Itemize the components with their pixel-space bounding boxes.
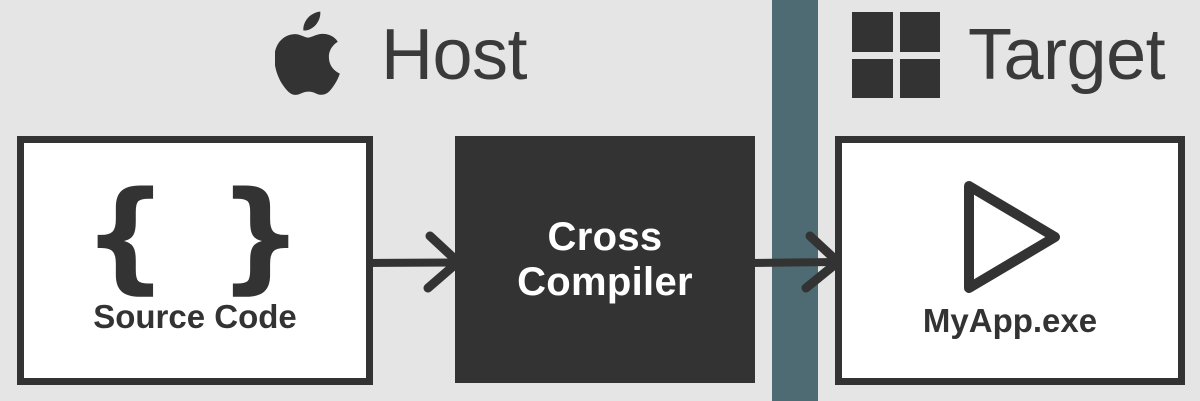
host-header: Host xyxy=(275,5,528,105)
target-header: Target xyxy=(852,5,1166,105)
host-label: Host xyxy=(381,15,528,95)
source-code-node: { } Source Code xyxy=(17,136,373,385)
host-target-divider xyxy=(772,0,818,401)
curly-braces-icon: { } xyxy=(82,167,308,307)
apple-logo-icon xyxy=(275,11,347,99)
cross-compiler-node: Cross Compiler xyxy=(455,136,755,383)
play-triangle-icon xyxy=(955,178,1065,296)
output-binary-label: MyApp.exe xyxy=(922,302,1098,340)
source-code-label: Source Code xyxy=(93,298,297,336)
target-label: Target xyxy=(968,15,1166,95)
windows-pane-bottom-left xyxy=(852,58,893,98)
cross-compiler-label-line-2: Compiler xyxy=(517,259,693,304)
cross-compiler-label: Cross Compiler xyxy=(517,215,693,305)
windows-pane-bottom-right xyxy=(899,58,940,98)
cross-compiler-label-line-1: Cross xyxy=(547,214,663,259)
output-binary-node: MyApp.exe xyxy=(835,136,1185,385)
windows-logo-icon xyxy=(852,12,940,98)
windows-pane-top-right xyxy=(899,12,940,52)
windows-pane-top-left xyxy=(852,12,893,52)
